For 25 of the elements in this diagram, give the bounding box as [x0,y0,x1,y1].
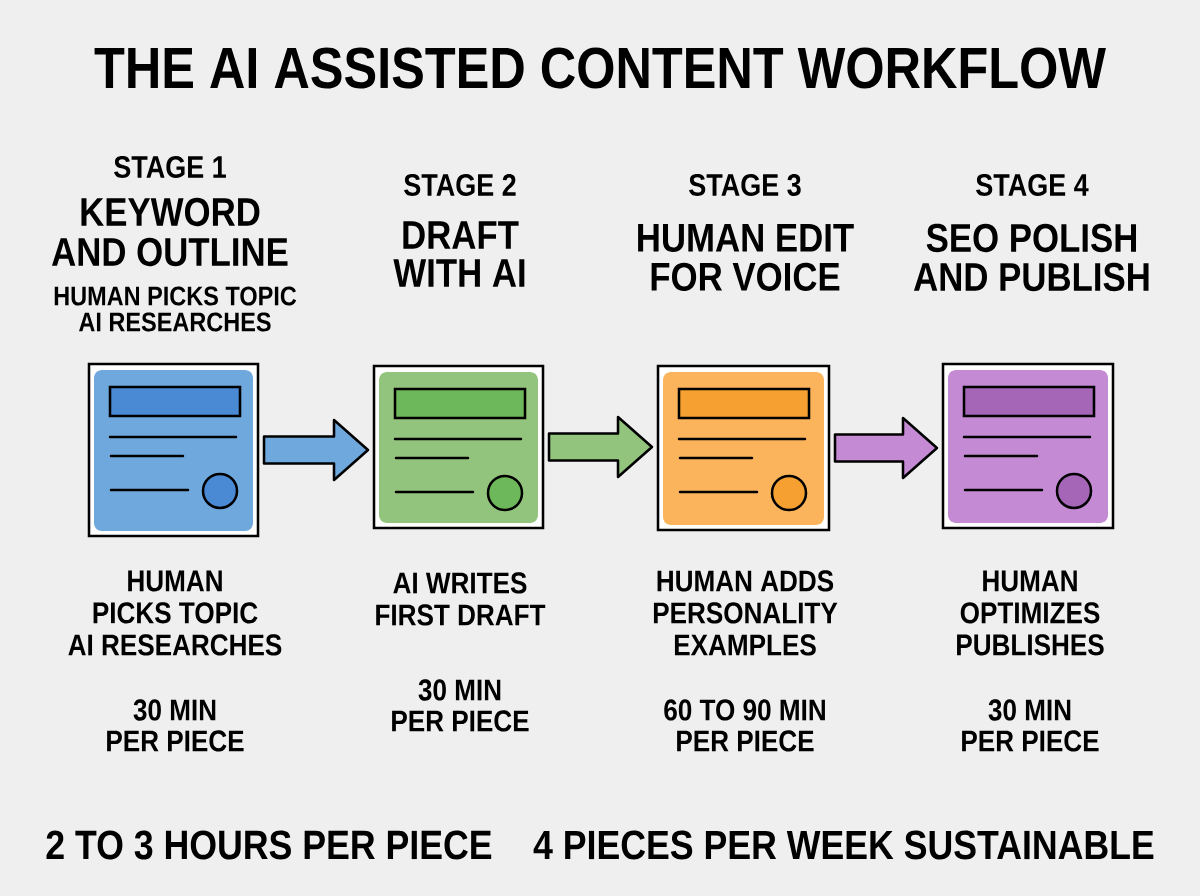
stage-note: HUMAN PICKS TOPIC [54,286,297,306]
stage-description: AI RESEARCHES [68,634,282,656]
stage-description: AI WRITES FIRST DRAFT [376,572,546,626]
summary-text: 2 TO 3 HOURS PER PIECE [46,830,492,860]
stage-note: AI RESEARCHES [79,312,271,332]
stage-title: DRAFT WITH AI [393,221,525,287]
stage-title: HUMAN EDIT FOR VOICE [638,224,854,291]
summary-text: 4 PIECES PER WEEK SUSTAINABLE [533,830,1154,860]
stage-title: KEYWORD AND OUTLINE [51,197,288,267]
stage-label: STAGE 2 [404,174,516,196]
block-arrow [262,418,370,482]
title: THE AI ASSISTED CONTENT WORKFLOW [94,47,1106,89]
stage-description: HUMAN ADDS PERSONALITY EXAMPLES [653,570,838,656]
stage-label: STAGE 3 [689,174,801,196]
stage-title: SEO POLISH AND PUBLISH [913,223,1149,292]
time-estimate: 30 MIN PER PIECE [962,699,1099,752]
time-estimate: 30 MIN PER PIECE [107,699,244,752]
time-estimate: 60 TO 90 MIN PER PIECE [664,699,825,752]
stage-label: STAGE 1 [114,156,226,178]
stage-description: HUMAN OPTIMIZES PUBLISHES [957,570,1104,656]
time-estimate: 30 MIN PER PIECE [392,679,529,732]
block-arrow [547,415,654,479]
block-arrow [833,416,939,480]
stage-label: STAGE 4 [976,174,1089,196]
stage-description: HUMAN PICKS TOPIC [93,570,258,624]
